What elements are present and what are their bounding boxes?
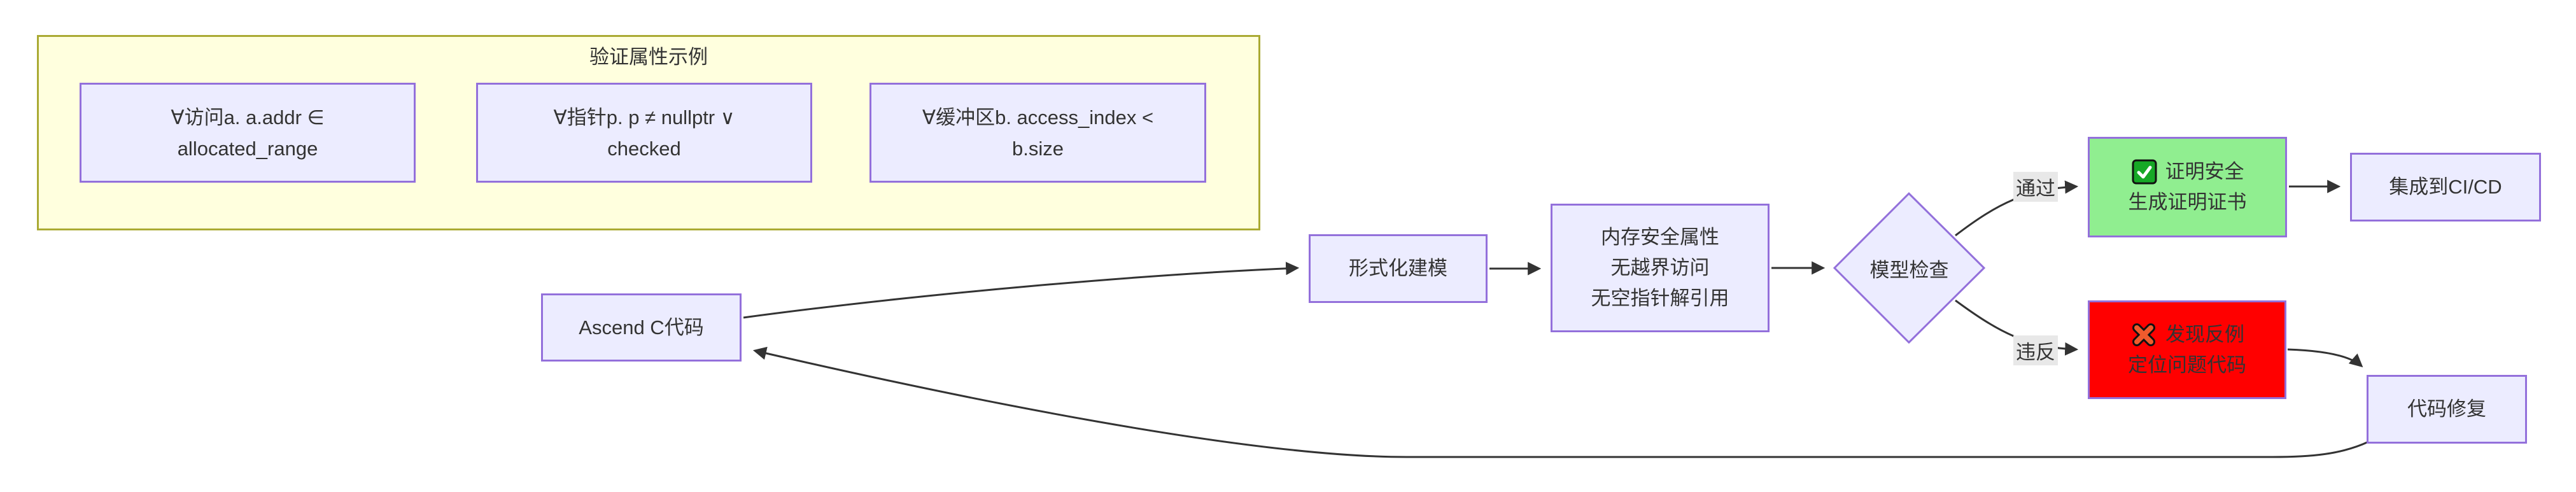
- node-memory-safety-properties: 内存安全属性 无越界访问 无空指针解引用: [1551, 204, 1770, 332]
- edge-ascend-to-modeling: [743, 262, 1300, 319]
- node-line: 内存安全属性: [1601, 226, 1719, 248]
- node-label: 集成到CI/CD: [2389, 176, 2502, 198]
- edge-label-violate: 违反: [2013, 335, 2058, 365]
- node-code-fix: 代码修复: [2367, 375, 2527, 444]
- node-counterexample-found: 发现反例 定位问题代码: [2088, 300, 2286, 399]
- property-node-allocated-range: ∀访问a. a.addr ∈ allocated_range: [80, 83, 416, 183]
- node-ascend-c-code: Ascend C代码: [541, 293, 742, 362]
- edge-codefix-to-ascend: [752, 346, 2369, 458]
- node-line: 证明安全: [2165, 160, 2244, 183]
- subgraph-title: 验证属性示例: [589, 46, 708, 68]
- node-formal-modeling: 形式化建模: [1309, 234, 1488, 303]
- property-line: allocated_range: [177, 137, 318, 160]
- property-line: checked: [607, 137, 681, 160]
- node-line: 发现反例: [2165, 323, 2244, 346]
- node-line: 无空指针解引用: [1591, 287, 1729, 309]
- node-proved-safe: 证明安全 生成证明证书: [2088, 137, 2287, 237]
- property-line: ∀访问a. a.addr ∈: [171, 106, 325, 129]
- check-mark-icon: [2131, 158, 2158, 185]
- property-line: ∀指针p. p ≠ nullptr ∨: [553, 106, 735, 129]
- property-line: b.size: [1012, 137, 1064, 160]
- node-label: Ascend C代码: [579, 316, 704, 339]
- property-node-nullptr-checked: ∀指针p. p ≠ nullptr ∨ checked: [476, 83, 812, 183]
- cross-mark-icon: [2130, 321, 2158, 349]
- edge-counterexample-to-codefix: [2287, 348, 2363, 368]
- node-model-check-label: 模型检查: [1869, 258, 1949, 281]
- node-label: 形式化建模: [1349, 257, 1447, 279]
- node-line: 生成证明证书: [2128, 191, 2247, 213]
- node-label: 代码修复: [2407, 398, 2486, 420]
- property-node-buffer-index: ∀缓冲区b. access_index < b.size: [869, 83, 1206, 183]
- node-line: 定位问题代码: [2128, 353, 2246, 376]
- node-line: 无越界访问: [1610, 257, 1710, 279]
- node-integrate-cicd: 集成到CI/CD: [2350, 153, 2541, 221]
- model-check-diamond: [1833, 192, 1986, 344]
- edge-label-pass: 通过: [2013, 172, 2058, 202]
- property-line: ∀缓冲区b. access_index <: [922, 106, 1154, 129]
